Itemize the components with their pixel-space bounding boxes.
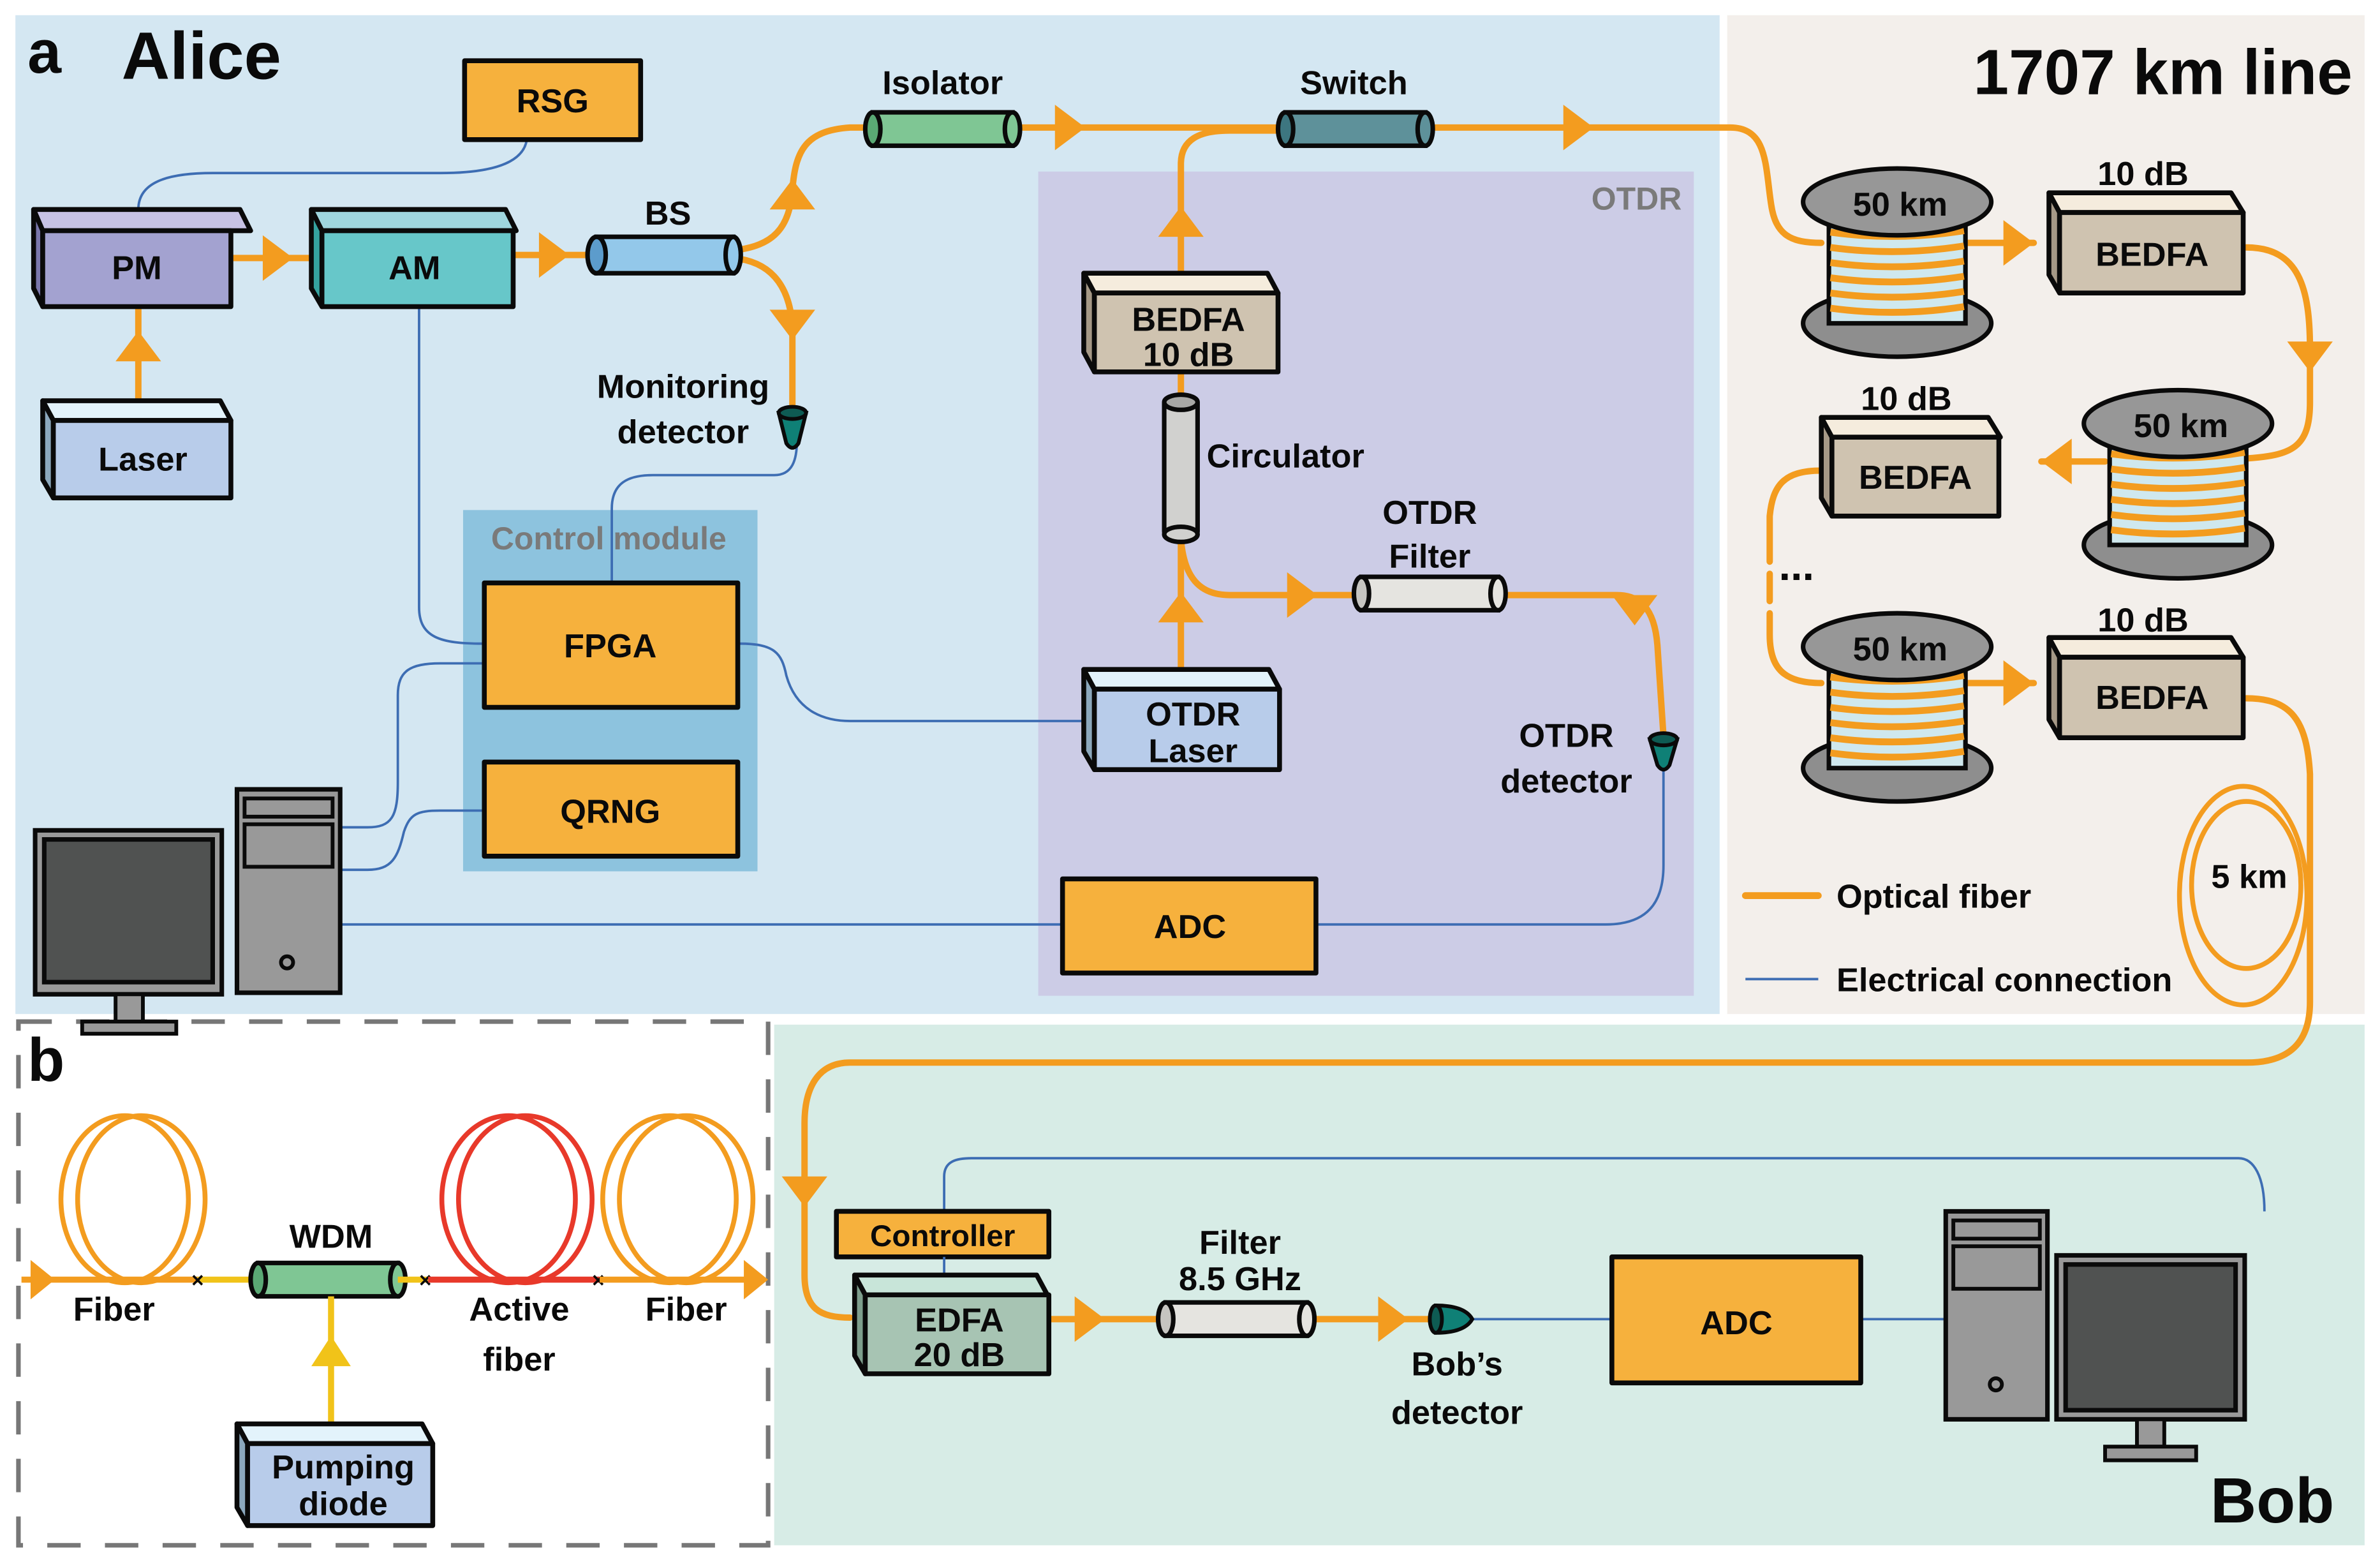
bob-filter: Filter 8.5 GHz [1155,1224,1317,1339]
svg-text:50 km: 50 km [1853,186,1948,223]
pumping-diode: Pumping diode [234,1421,436,1528]
electrical-connections [137,139,2266,1321]
spool-3: 50 km [1803,613,1992,801]
svg-text:QRNG: QRNG [560,793,660,830]
svg-text:Bob’s: Bob’s [1411,1346,1502,1383]
spool-2: 50 km [2084,390,2272,578]
line-ellipsis: ... [1779,542,1815,590]
legend-optical-label: Optical fiber [1837,879,2031,916]
svg-text:50 km: 50 km [1853,631,1948,668]
panel-b-wdm: WDM [248,1219,408,1299]
pm-modulator: PM [31,207,253,309]
svg-text:8.5 GHz: 8.5 GHz [1179,1261,1301,1298]
bob-computer [1943,1209,2247,1462]
svg-text:Laser: Laser [1148,733,1238,770]
controller-box: Controller [834,1209,1052,1260]
otdr-laser: OTDR Laser [1081,667,1282,772]
beam-splitter: BS [585,195,743,276]
svg-text:ADC: ADC [1700,1305,1772,1342]
panel-b-active-label-2: fiber [483,1341,555,1378]
panel-b-active-label-1: Active [469,1291,569,1328]
splice-mark-icon: × [191,1268,203,1292]
optical-switch: Switch [1275,64,1435,148]
line-bedfa-3: 10 dB BEDFA [2046,602,2246,741]
svg-text:Monitoring: Monitoring [597,368,769,405]
control-module-label: Control module [491,521,727,556]
alice-computer [33,787,343,1036]
panel-b-active-fiber [428,1113,600,1286]
pump-arrow-icon [311,1335,351,1367]
panel-b-letter: b [27,1027,64,1094]
line-title: 1707 km line [1974,37,2353,108]
svg-text:RSG: RSG [517,83,589,120]
svg-text:Controller: Controller [870,1219,1015,1253]
svg-text:BEDFA: BEDFA [1132,302,1245,339]
svg-text:PM: PM [112,250,161,287]
monitoring-detector: Monitoring detector [597,368,809,451]
svg-text:AM: AM [388,250,440,287]
alice-title: Alice [122,19,281,94]
spool-1: 50 km [1803,168,1992,357]
am-modulator: AM [309,207,519,309]
svg-text:EDFA: EDFA [915,1302,1004,1339]
svg-text:BEDFA: BEDFA [1859,459,1972,496]
bobs-detector: Bob’s detector [1391,1303,1523,1432]
svg-text:detector: detector [1391,1395,1523,1432]
svg-text:detector: detector [617,414,749,451]
svg-text:detector: detector [1500,763,1632,800]
laser-source: Laser [40,398,233,501]
svg-text:OTDR: OTDR [1382,495,1477,532]
otdr-filter: OTDR Filter [1351,495,1508,613]
splice-mark-icon: × [592,1268,604,1292]
alice-adc-box: ADC [1060,876,1319,976]
svg-text:Isolator: Isolator [882,64,1003,101]
panel-b-fiber-left [21,1113,208,1300]
otdr-detector: OTDR detector [1500,717,1680,800]
svg-text:FPGA: FPGA [564,628,656,665]
bob-title: Bob [2210,1466,2334,1536]
rsg-box: RSG [462,58,644,142]
splice-mark-icon: × [419,1268,431,1292]
isolator: Isolator [862,64,1023,148]
legend-electrical-label: Electrical connection [1837,962,2172,999]
svg-text:10 dB: 10 dB [2097,602,2189,639]
qrng-box: QRNG [482,759,741,859]
svg-text:OTDR: OTDR [1146,696,1240,733]
svg-text:50 km: 50 km [2134,408,2228,445]
panel-a-letter: a [27,19,62,86]
fpga-box: FPGA [482,580,741,710]
svg-text:20 dB: 20 dB [914,1337,1005,1374]
svg-text:Filter: Filter [1389,539,1470,576]
otdr-bedfa: BEDFA 10 dB [1081,271,1281,375]
panel-b-fiber-right-label: Fiber [646,1291,727,1328]
svg-text:Laser: Laser [98,441,188,478]
line-bedfa-1: 10 dB BEDFA [2046,156,2246,295]
legend: Optical fiber Electrical connection [1741,879,2172,999]
svg-text:Pumping: Pumping [272,1449,415,1486]
svg-text:10 dB: 10 dB [1143,336,1234,373]
svg-text:BEDFA: BEDFA [2095,680,2208,717]
line-bedfa-2: 10 dB BEDFA [1819,380,2003,519]
svg-text:ADC: ADC [1154,909,1226,946]
coil-5km-label: 5 km [2211,859,2287,896]
svg-text:BEDFA: BEDFA [2095,236,2208,273]
bob-edfa: EDFA 20 dB [852,1272,1052,1376]
svg-text:Circulator: Circulator [1207,438,1364,475]
panel-b-fiber-left-label: Fiber [73,1291,155,1328]
svg-text:10 dB: 10 dB [2097,156,2189,193]
svg-text:BS: BS [645,195,691,232]
svg-text:10 dB: 10 dB [1861,380,1952,417]
svg-text:Switch: Switch [1300,64,1408,101]
bob-adc-box: ADC [1609,1254,1863,1386]
panel-b-fiber-right [600,1113,769,1300]
circulator: Circulator [1162,392,1364,544]
svg-text:WDM: WDM [290,1219,373,1256]
otdr-region-label: OTDR [1592,181,1682,216]
svg-text:Filter: Filter [1199,1224,1281,1261]
svg-text:OTDR: OTDR [1519,717,1613,754]
svg-text:diode: diode [299,1485,388,1522]
